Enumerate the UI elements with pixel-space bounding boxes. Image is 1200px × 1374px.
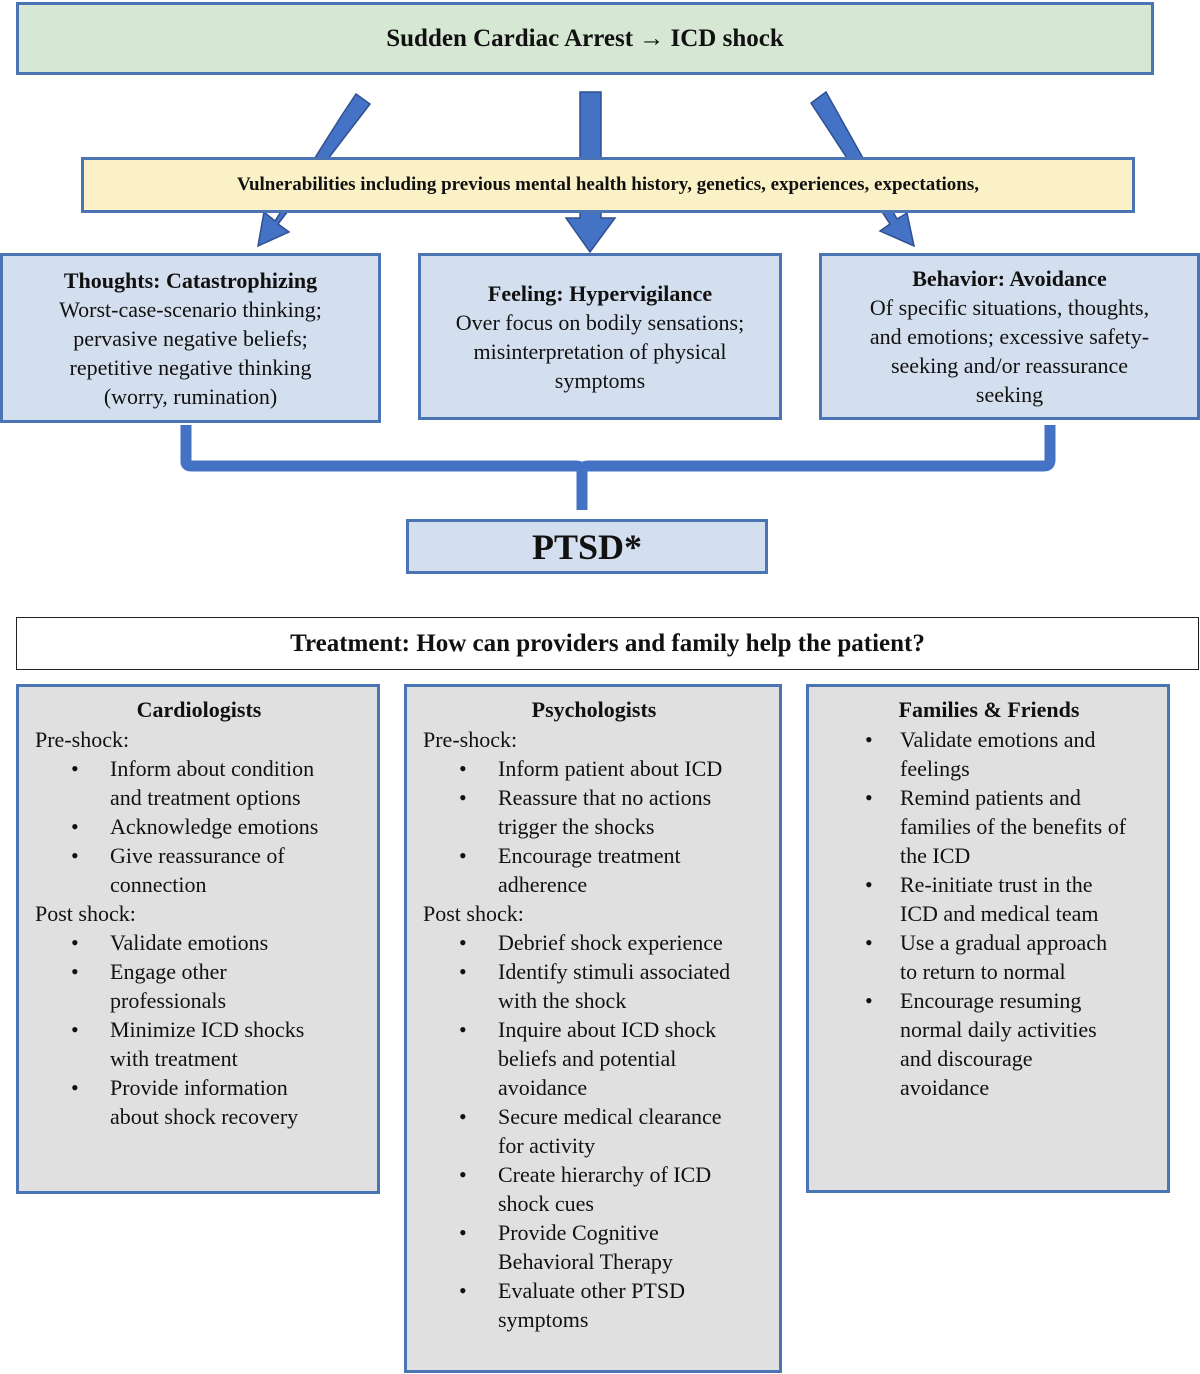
feeling-heading: Feeling: Hypervigilance: [487, 280, 713, 306]
feeling-box: Feeling: Hypervigilance Over focus on bo…: [418, 253, 782, 420]
feeling-line: Over focus on bodily sensations;: [455, 309, 745, 335]
list-item: Acknowledge emotions: [35, 812, 363, 841]
thoughts-line: (worry, rumination): [103, 383, 278, 409]
list-item: Inform patient about ICD: [423, 754, 765, 783]
thoughts-line: pervasive negative beliefs;: [73, 325, 308, 351]
families-panel: Families & Friends Validate emotions and…: [806, 684, 1170, 1193]
behavior-line: Of specific situations, thoughts,: [869, 295, 1150, 320]
top-title: Sudden Cardiac Arrest → ICD shock: [386, 24, 784, 52]
psychologists-heading: Psychologists: [531, 697, 657, 722]
behavior-line: seeking: [975, 382, 1044, 407]
treatment-title: Treatment: How can providers and family …: [290, 629, 925, 657]
psychologists-panel: Psychologists Pre-shock: Inform patient …: [404, 684, 782, 1373]
cardiologists-panel: Cardiologists Pre-shock: Inform about co…: [16, 684, 380, 1194]
thoughts-box: Thoughts: Catastrophizing Worst-case-sce…: [0, 253, 381, 423]
families-heading: Families & Friends: [898, 697, 1080, 722]
pre-shock-label: Pre-shock:: [423, 727, 518, 752]
feeling-line: symptoms: [554, 367, 646, 393]
cardiologists-heading: Cardiologists: [136, 697, 262, 722]
thoughts-line: repetitive negative thinking: [69, 354, 312, 380]
list-item: Validate emotions: [35, 928, 363, 957]
treatment-header: Treatment: How can providers and family …: [16, 617, 1199, 670]
thoughts-line: Worst-case-scenario thinking;: [59, 296, 322, 322]
post-shock-label: Post shock:: [35, 901, 136, 926]
behavior-heading: Behavior: Avoidance: [912, 266, 1107, 291]
cardiologists-post-list: Validate emotions Engage otherprofession…: [35, 928, 363, 1131]
vulnerabilities-box: Vulnerabilities including previous menta…: [81, 157, 1135, 213]
ptsd-box: PTSD*: [406, 519, 768, 574]
behavior-line: and emotions; excessive safety-: [869, 324, 1150, 349]
psychologists-pre-list: Inform patient about ICD Reassure that n…: [423, 754, 765, 899]
behavior-line: seeking and/or reassurance: [890, 353, 1128, 378]
sudden-cardiac-arrest-box: Sudden Cardiac Arrest → ICD shock: [16, 2, 1154, 75]
ptsd-label: PTSD*: [531, 526, 643, 567]
thoughts-heading: Thoughts: Catastrophizing: [63, 267, 318, 293]
vulnerabilities-text: Vulnerabilities including previous menta…: [236, 174, 980, 195]
bracket: [180, 425, 1056, 510]
behavior-box: Behavior: Avoidance Of specific situatio…: [819, 253, 1200, 420]
feeling-line: misinterpretation of physical: [473, 338, 727, 364]
psychologists-post-list: Debrief shock experience Identify stimul…: [423, 928, 765, 1334]
pre-shock-label: Pre-shock:: [35, 727, 130, 752]
post-shock-label: Post shock:: [423, 901, 524, 926]
list-item: Debrief shock experience: [423, 928, 765, 957]
